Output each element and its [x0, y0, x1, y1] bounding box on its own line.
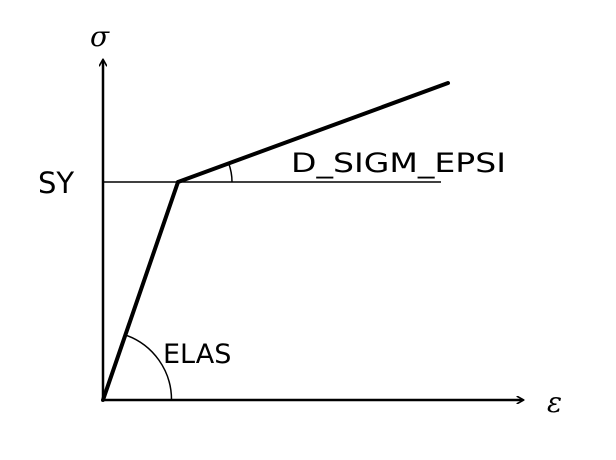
hardening-branch [176, 81, 450, 184]
y-axis-label: σ [90, 20, 110, 53]
elastic-slope-label: ELAS [163, 339, 231, 370]
x-axis-label: ε [547, 386, 562, 419]
hardening-slope-label: D_SIGM_EPSI [291, 148, 506, 179]
elastic-angle-arc [125, 334, 173, 401]
elastic-branch [101, 180, 180, 402]
yield-stress-label: SY [38, 166, 74, 200]
hardening-angle-arc [227, 163, 233, 183]
